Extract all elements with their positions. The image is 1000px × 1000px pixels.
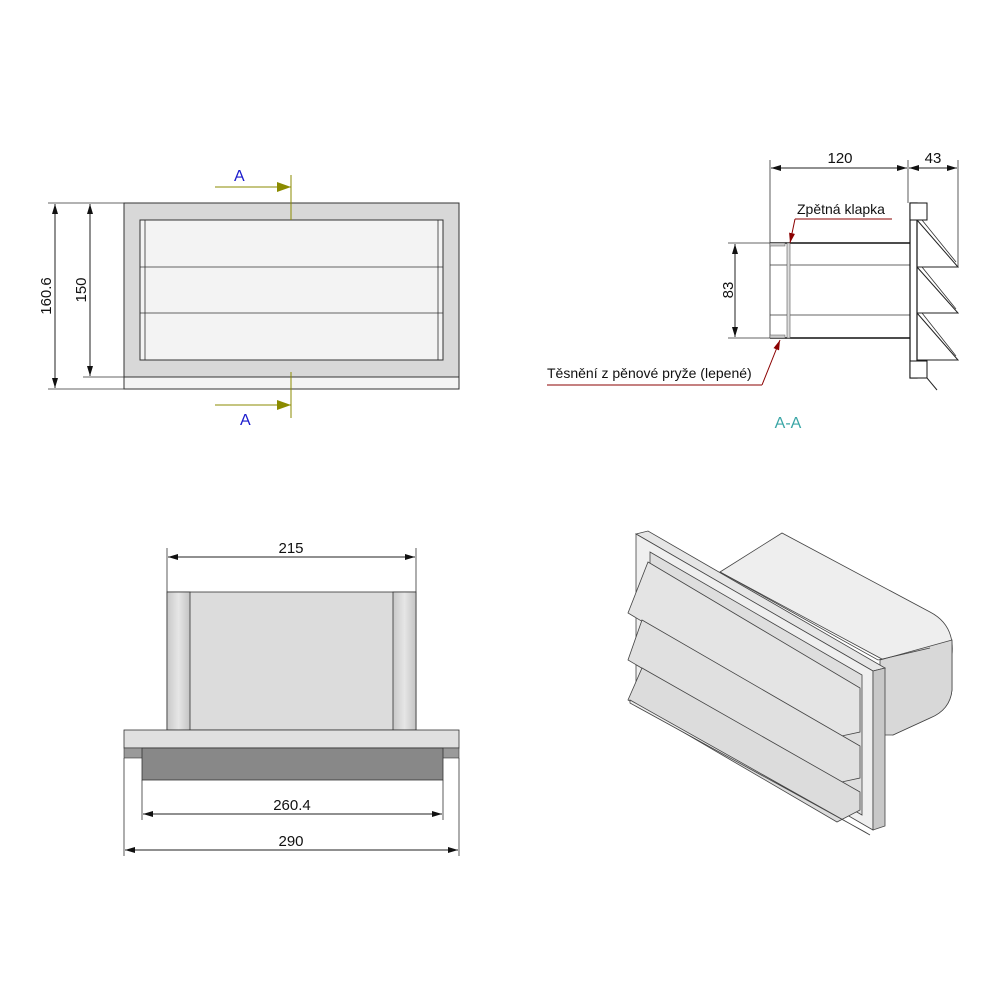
check-flap <box>786 242 791 339</box>
louver-tray <box>141 747 444 781</box>
dim-height-83: 83 <box>720 282 737 299</box>
section-marker-bottom: A <box>240 412 251 429</box>
isometric-view <box>627 530 953 836</box>
dim-tray-width: 260.4 <box>273 797 311 814</box>
front-view: 160.6 150 A A <box>38 168 460 429</box>
iso-louver <box>627 667 861 823</box>
dim-louver-depth: 43 <box>925 150 942 167</box>
section-view: 120 43 83 Zpětná klapka Těsnění z pěnové… <box>547 150 960 432</box>
dim-flange-width: 290 <box>278 833 303 850</box>
iso-louver <box>627 561 861 738</box>
bottom-view: 215 260.4 290 <box>123 540 460 856</box>
section-flange <box>909 202 918 379</box>
bottom-flange <box>123 729 460 749</box>
section-title: A-A <box>775 415 802 432</box>
dim-duct-length: 120 <box>827 150 852 167</box>
label-check-flap: Zpětná klapka <box>797 201 885 217</box>
front-opening <box>139 219 444 361</box>
iso-louver <box>627 619 861 784</box>
section-marker-top: A <box>234 168 245 185</box>
dim-duct-width: 215 <box>278 540 303 557</box>
label-foam-seal: Těsnění z pěnové pryže (lepené) <box>547 365 752 381</box>
duct-body <box>166 591 417 731</box>
dim-inner-height: 150 <box>73 277 90 302</box>
dim-overall-height: 160.6 <box>38 277 55 315</box>
